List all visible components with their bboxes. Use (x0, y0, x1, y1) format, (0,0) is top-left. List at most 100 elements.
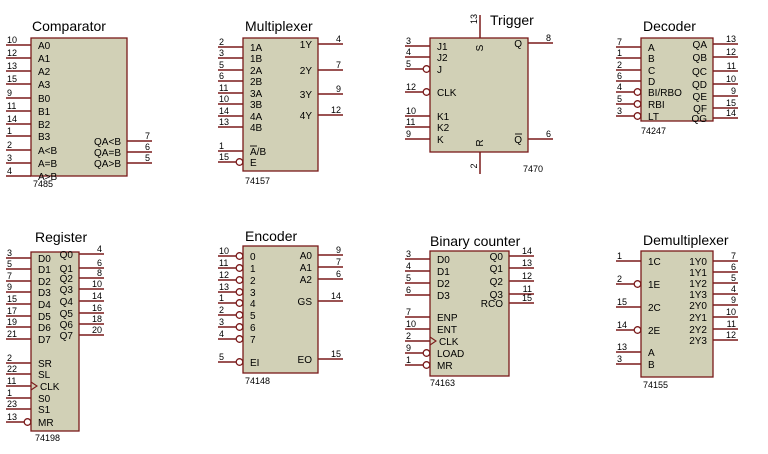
chip-body (640, 37, 714, 122)
pin-5-left: 25 (218, 305, 256, 322)
pin-number: 12 (726, 47, 736, 57)
pin-number: 9 (406, 343, 411, 353)
pin-label: D3 (437, 291, 450, 302)
pin-s-top: 13S (469, 14, 486, 51)
chip-register: Register741983D05D17D29D315D417D519D621D… (6, 229, 104, 443)
pin-label: 1C (648, 257, 661, 268)
pin-number: 10 (406, 319, 416, 329)
pin-number: 9 (406, 129, 411, 139)
pin-4-left: 14 (218, 293, 256, 310)
pin-label: J (437, 65, 442, 76)
pin-label: MR (38, 418, 54, 429)
pin-label: Q5 (60, 309, 74, 320)
pin-number: 15 (522, 293, 532, 303)
pin-label: A=B (38, 159, 58, 170)
pin-number: 5 (7, 259, 12, 269)
pin-label: Q4 (60, 297, 74, 308)
pin-lt-left: 3LT (616, 106, 659, 123)
pin-d0-left: 3D0 (6, 248, 51, 265)
pin-2a-left: 52A (218, 60, 263, 77)
chip-body (242, 245, 319, 374)
pin-number: 4 (97, 244, 102, 254)
pin-label: Q (514, 135, 522, 146)
pin-label: Q3 (490, 290, 504, 301)
pin-number: 6 (145, 142, 150, 152)
pin-number: 3 (219, 317, 224, 327)
pin-3-left: 133 (218, 282, 256, 299)
chip-trigger: Trigger74703J14J25J12CLK10K111K29K8Q6Q13… (405, 12, 553, 174)
pin-label: QG (691, 114, 707, 125)
pin-number: 6 (731, 262, 736, 272)
pin-number: 3 (617, 106, 622, 116)
pin-label: A1 (38, 54, 51, 65)
pin-number: 23 (7, 399, 17, 409)
pin-label: A0 (38, 41, 51, 52)
pin-label: 1 (250, 264, 256, 275)
inversion-bubble (235, 158, 244, 166)
pin-number: 19 (7, 317, 17, 327)
pin-number: 3 (7, 248, 12, 258)
pin-ei-left: 5EI (218, 352, 259, 369)
pin-a0-right: 9A0 (300, 245, 343, 262)
pin-label: Q6 (60, 320, 74, 331)
pin-label: Q (514, 39, 522, 50)
pin-2b-left: 62B (218, 71, 263, 88)
inversion-bubble (235, 335, 244, 343)
pin-1e-left: 21E (616, 274, 661, 291)
pin-d0-left: 3D0 (405, 249, 450, 266)
pin-label: 2A (250, 66, 263, 77)
pin-q0-right: 4Q0 (60, 244, 104, 261)
pin-c-left: 2C (616, 60, 655, 77)
pin-label: 1Y0 (689, 257, 707, 268)
pin-label: D7 (38, 335, 51, 346)
pin-2y-right: 72Y (300, 60, 343, 77)
inversion-bubble (235, 311, 244, 319)
inversion-bubble (422, 349, 431, 357)
pin-number: 1 (406, 355, 411, 365)
pin-number: 21 (7, 329, 17, 339)
pin-label: RBI (648, 100, 665, 111)
pin-number: 9 (336, 245, 341, 255)
pin-d3-left: 6D3 (405, 285, 450, 302)
pin-1a-left: 21A (218, 37, 263, 54)
pin-label: RCO (481, 299, 503, 310)
part-number: 7470 (523, 164, 543, 174)
pin-label: Q3 (60, 285, 74, 296)
pin-number: 10 (219, 94, 229, 104)
pin-q-right: 8Q (514, 33, 553, 50)
pin-number: 9 (7, 282, 12, 292)
pin-number: 14 (617, 320, 627, 330)
pin-qa-b-right: 7QA<B (94, 131, 152, 148)
pin-a1-right: 7A1 (300, 257, 343, 274)
pin-3y-right: 93Y (300, 84, 343, 101)
pin-label: 1Y1 (689, 268, 707, 279)
pin-number: 13 (469, 14, 479, 24)
pin-1b-left: 31B (218, 48, 263, 65)
pin-number: 7 (336, 257, 341, 267)
pin-number: 5 (731, 273, 736, 283)
pin-number: 2 (617, 60, 622, 70)
pin-label: QA (693, 40, 708, 51)
clock-triangle (30, 381, 38, 391)
pin-number: 15 (617, 297, 627, 307)
part-number: 74163 (430, 378, 455, 388)
chip-decoder: Decoder742477A1B2C6D4BI/RBO5RBI3LT13QA12… (616, 18, 738, 136)
pin-bi-rbo-left: 4BI/RBO (616, 82, 682, 99)
pin-number: 22 (7, 364, 17, 374)
pin-number: 12 (331, 105, 341, 115)
pin-label: B3 (38, 132, 51, 143)
chip-title: Trigger (490, 12, 534, 28)
pin-label: 1E (648, 280, 661, 291)
inversion-bubble (235, 323, 244, 331)
